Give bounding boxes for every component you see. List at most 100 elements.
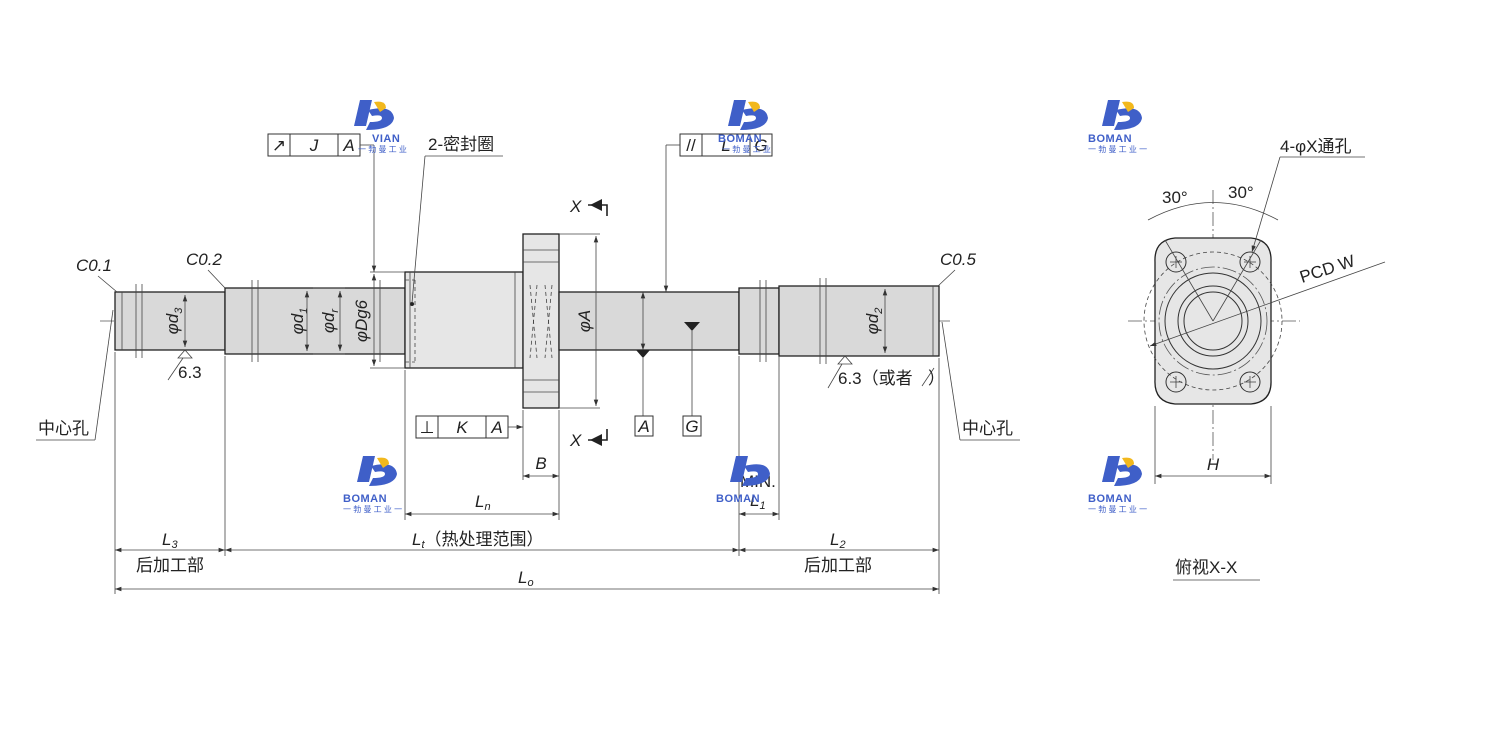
parallel-value: L [721,136,730,155]
chamfer-labels: C0.1 C0.2 C0.5 [76,250,976,293]
dim-l3-label: L [162,530,171,549]
holes-label: 4-φX通孔 [1280,137,1351,156]
dim-b-label: B [535,454,546,473]
roughness-right: 6.3（或者 [838,369,913,388]
logo-sub: 一 勃 曼 工 业 [722,144,771,154]
dim-a: φA [559,233,600,409]
runout-datum: A [342,136,354,155]
d2-label: d [863,313,882,323]
dim-lt-sub: t [421,539,425,551]
view-title: 俯视X-X [1175,558,1237,577]
dim-dr: φdr [313,287,345,355]
dim-d1: φd1 [288,291,310,351]
post-process-right: 后加工部 [804,556,872,575]
svg-text:C0.1: C0.1 [76,256,112,275]
logo-brand: BOMAN [716,493,760,505]
svg-text:Lt（热处理范围）: Lt（热处理范围） [412,530,544,551]
phi-symbol: φ [288,323,307,334]
flange-end-view [1128,156,1386,484]
svg-text:φdr: φdr [319,308,341,334]
watermark-logo-1: VIAN 一 勃 曼 工 业 [354,100,407,154]
dim-dg6: φDg6 [352,271,405,369]
tol-runout: ↗ J A [267,133,377,272]
chamfer-c02: C0.2 [186,250,222,269]
logo-brand: BOMAN [1088,493,1132,505]
phi-symbol: φ [575,321,594,332]
right-step [738,287,780,355]
nut-flange [522,233,560,409]
pcd-label: PCD W [1297,251,1357,287]
parallel-datum: G [754,136,767,155]
seal-label: 2-密封圈 [428,135,494,154]
runout-symbol: ↗ [272,136,286,155]
center-hole-left: 中心孔 [38,419,89,438]
phi-symbol: φ [319,322,338,333]
runout-value: J [309,136,319,155]
phi-symbol: φ [863,323,882,334]
tol-perpendicular: ⊥ K A [415,415,523,439]
dim-lo-label: L [518,568,527,587]
phi-symbol: φ [352,331,371,342]
d3-label: d [163,313,182,323]
section-x-top: X [569,197,582,216]
datum-a-label: A [637,417,649,436]
angle-label-left: 30° [1162,188,1188,207]
dim-ln-label: L [475,492,484,511]
dim-lt-text: （热处理范围） [425,530,544,549]
dim-l1-sub: 1 [759,500,765,512]
watermark-logo-5: BOMAN [716,456,770,505]
dim-d3: φd3 [163,295,188,347]
datum-markers: A G [634,292,702,437]
d2-sub: 2 [873,308,885,315]
svg-text:L2: L2 [830,530,846,551]
watermark-logo-2: BOMAN 一 勃 曼 工 业 [718,100,771,154]
logo-sub: 一 勃 曼 工 业 一 [1088,504,1147,514]
logo-brand: BOMAN [1088,133,1132,145]
dr-label: d [319,312,338,322]
datum-g-label: G [685,417,698,436]
shaft-side-view [100,233,950,409]
section-x-bottom: X [569,431,582,450]
center-hole-right: 中心孔 [962,419,1013,438]
post-process-left: 后加工部 [136,556,204,575]
svg-text:φd3: φd3 [163,307,185,335]
tol-parallel: // L G [663,133,773,292]
svg-text:φA: φA [575,310,594,332]
svg-text:L3: L3 [162,530,178,551]
roughness-right-tail: ） [928,369,945,388]
dr-sub: r [329,308,341,313]
svg-text:φd1: φd1 [288,308,310,335]
nut-body [404,271,524,369]
phi-symbol: φ [163,323,182,334]
logo-brand: BOMAN [718,133,762,145]
watermark-logo-3: BOMAN 一 勃 曼 工 业 一 [1088,100,1147,154]
h-label: H [1207,455,1220,474]
perpendicular-datum: A [490,418,502,437]
svg-text:C0.5: C0.5 [940,250,976,269]
a-dim-label: A [575,310,594,322]
angle-label-right: 30° [1228,183,1254,202]
d1-sub: 1 [298,308,310,314]
right-journal [778,285,940,357]
logo-sub: 一 勃 曼 工 业 一 [1088,144,1147,154]
roughness-left: 6.3 [178,363,202,382]
perpendicular-symbol: ⊥ [420,418,435,437]
section-markers: X X [569,197,608,450]
dg6-label: Dg6 [352,299,371,331]
svg-text:Ln: Ln [475,492,491,513]
logo-brand: VIAN [372,133,400,145]
dim-l2-label: L [830,530,839,549]
svg-text:φd2: φd2 [863,308,885,335]
dim-lo-sub: o [527,577,533,589]
logo-sub: 一 勃 曼 工 业 [358,144,407,154]
watermark-logo-4: BOMAN 一 勃 曼 工 业 一 [343,456,402,514]
dim-lt-label: L [412,530,421,549]
svg-text:L1: L1 [750,491,766,512]
parallel-symbol: // [686,136,696,155]
logo-sub: 一 勃 曼 工 业 一 [343,504,402,514]
chamfer-c01: C0.1 [76,256,112,275]
svg-text:Lo: Lo [518,568,534,589]
seal-callout: 2-密封圈 [411,135,503,304]
dim-ln-sub: n [484,501,490,513]
